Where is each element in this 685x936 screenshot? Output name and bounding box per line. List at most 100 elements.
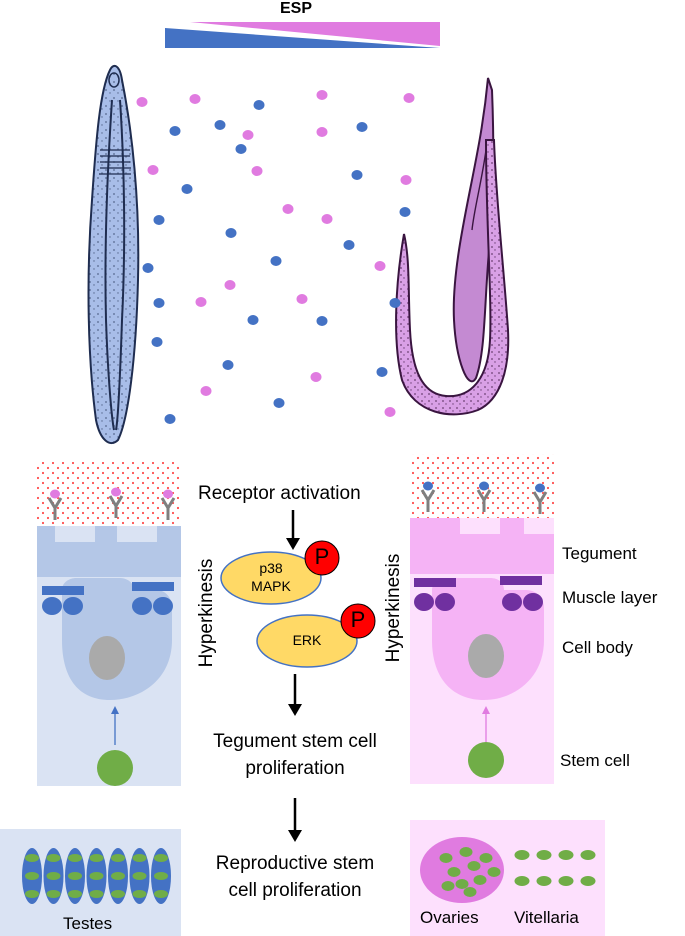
oocyte xyxy=(463,887,477,897)
esp-particle xyxy=(316,90,328,100)
ligand-particle xyxy=(423,481,433,491)
vitelline-cell xyxy=(536,850,552,860)
esp-particle xyxy=(343,240,355,250)
p38-line2-label: MAPK xyxy=(251,578,291,594)
ovaries-label: Ovaries xyxy=(420,908,479,927)
tegument-prolif-line2: proliferation xyxy=(245,758,345,779)
esp-particle xyxy=(351,170,363,180)
ovaries-vitellaria-panel xyxy=(410,820,605,936)
oocyte xyxy=(459,847,473,857)
esp-particle xyxy=(225,228,237,238)
esp-particle xyxy=(200,386,212,396)
oocyte xyxy=(473,875,487,885)
p38-mapk-node xyxy=(220,540,340,605)
down-arrow-icon xyxy=(288,798,302,842)
oocyte xyxy=(447,867,461,877)
testis-lobe xyxy=(43,848,64,904)
male-cell-panel xyxy=(37,462,181,786)
female-schistosome-illustration xyxy=(395,77,510,416)
testis-lobe xyxy=(129,848,150,904)
stem-cell-label: Stem cell xyxy=(560,751,630,770)
y-receptor-icon xyxy=(47,489,63,520)
ligand-particle xyxy=(535,483,545,493)
female-cell-panel xyxy=(410,454,554,784)
oocyte xyxy=(441,881,455,891)
y-receptor-icon xyxy=(160,489,176,520)
esp-particle xyxy=(181,184,193,194)
esp-blue-wedge xyxy=(165,28,440,48)
esp-gradient xyxy=(165,22,440,48)
esp-particle xyxy=(235,144,247,154)
tegument-prolif-line1: Tegument stem cell xyxy=(213,731,377,752)
esp-particle xyxy=(242,130,254,140)
y-receptor-icon xyxy=(532,483,548,514)
tegument-label: Tegument xyxy=(562,544,637,563)
esp-particle xyxy=(296,294,308,304)
y-receptor-icon xyxy=(420,481,436,512)
esp-particle xyxy=(376,367,388,377)
oocyte xyxy=(479,853,493,863)
esp-particle xyxy=(169,126,181,136)
esp-particle xyxy=(142,263,154,273)
esp-particle xyxy=(374,261,386,271)
ligand-particle xyxy=(50,489,60,499)
esp-particle xyxy=(214,120,226,130)
esp-particle xyxy=(153,215,165,225)
erk-label: ERK xyxy=(292,632,322,648)
oocyte xyxy=(467,861,481,871)
y-receptor-icon xyxy=(476,481,492,512)
p38-line1-label: p38 xyxy=(259,560,283,576)
repro-prolif-line1: Reproductive stem xyxy=(215,853,375,874)
oocyte xyxy=(487,867,501,877)
esp-particle xyxy=(153,298,165,308)
esp-particle xyxy=(403,93,415,103)
vitelline-cell xyxy=(558,850,574,860)
esp-particle xyxy=(316,127,328,137)
receptor-group xyxy=(47,481,548,520)
esp-particle xyxy=(151,337,163,347)
vitelline-cell xyxy=(580,876,596,886)
esp-particle xyxy=(189,94,201,104)
down-arrow-icon xyxy=(288,674,302,716)
vitelline-cell xyxy=(514,876,530,886)
testis-lobe xyxy=(86,848,107,904)
vitelline-cell xyxy=(558,876,574,886)
testis-lobe xyxy=(108,848,128,904)
vitelline-cell xyxy=(536,876,552,886)
oocyte xyxy=(439,853,453,863)
vitelline-cell xyxy=(514,850,530,860)
testis-lobe xyxy=(151,848,171,904)
p38-phospho-label: P xyxy=(314,544,330,569)
esp-particle xyxy=(195,297,207,307)
esp-particle xyxy=(164,414,176,424)
male-schistosome-illustration xyxy=(87,64,140,445)
vitelline-cell xyxy=(580,850,596,860)
y-receptor-icon xyxy=(108,487,124,518)
testis-lobe xyxy=(22,848,42,904)
esp-particle xyxy=(224,280,236,290)
down-arrow-icon xyxy=(286,510,300,550)
ligand-particle xyxy=(479,481,489,491)
testes-label: Testes xyxy=(63,914,113,933)
esp-particle xyxy=(147,165,159,175)
testis-lobe xyxy=(65,848,85,904)
testes-panel xyxy=(0,829,181,936)
esp-particle xyxy=(356,122,368,132)
esp-particle xyxy=(251,166,263,176)
esp-particle xyxy=(400,175,412,185)
esp-particles xyxy=(136,90,415,424)
esp-particle xyxy=(136,97,148,107)
esp-particle xyxy=(247,315,259,325)
erk-phospho-label: P xyxy=(350,607,366,632)
esp-particle xyxy=(399,207,411,217)
esp-particle xyxy=(384,407,396,417)
esp-particle xyxy=(310,372,322,382)
oocyte xyxy=(455,879,469,889)
esp-pink-wedge xyxy=(190,22,440,46)
ligand-particle xyxy=(111,487,121,497)
repro-prolif-line2: cell proliferation xyxy=(228,880,362,901)
muscle-layer-label: Muscle layer xyxy=(562,588,658,607)
esp-particle xyxy=(316,316,328,326)
ligand-particle xyxy=(163,489,173,499)
